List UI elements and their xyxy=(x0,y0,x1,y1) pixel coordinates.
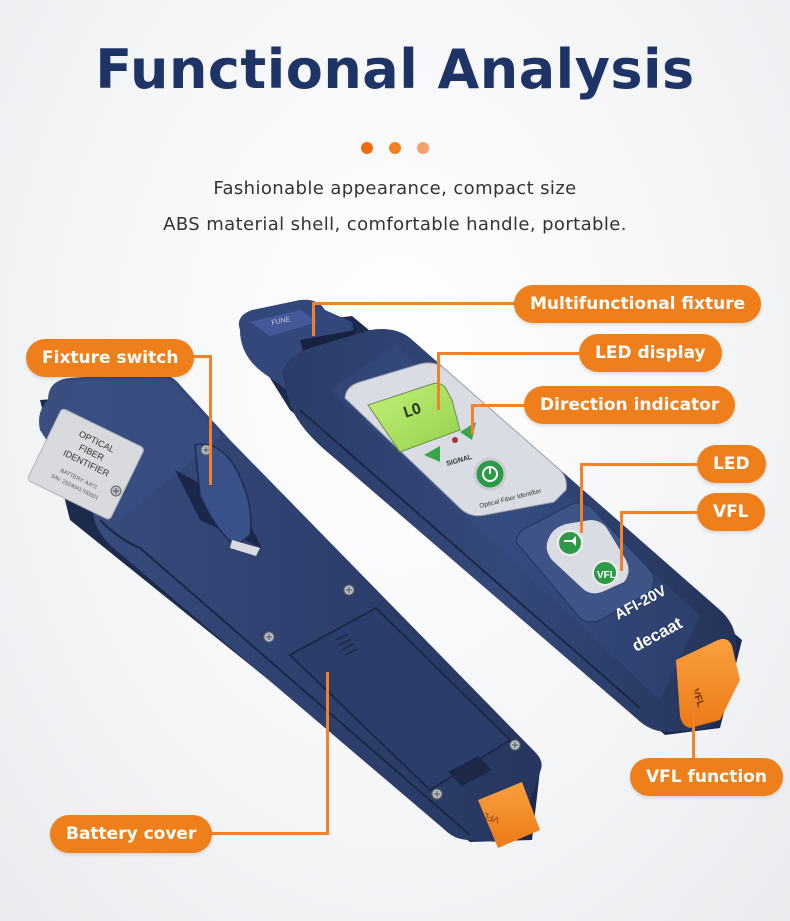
leader-multifunctional-fixture xyxy=(312,302,516,305)
callout-battery-cover: Battery cover xyxy=(50,815,213,853)
lcd-reading: LO xyxy=(401,399,424,422)
vfl-button-text: VFL xyxy=(597,570,616,581)
page-title: Functional Analysis xyxy=(95,38,695,101)
leader-led xyxy=(580,463,698,466)
left-arrow-icon xyxy=(424,446,440,462)
subtitle-line-1: Fashionable appearance, compact size xyxy=(213,178,577,199)
callout-vfl-function: VFL function xyxy=(630,758,783,796)
leader-vfl-function xyxy=(692,690,695,760)
leader-battery-cover xyxy=(326,672,329,834)
dot xyxy=(417,142,429,154)
callout-multifunctional-fixture: Multifunctional fixture xyxy=(514,285,762,323)
battery-cover-panel xyxy=(288,606,512,792)
leader-led-v xyxy=(580,463,583,533)
callout-led-display: LED display xyxy=(579,334,722,372)
leader-direction-indicator xyxy=(471,404,525,407)
right-device-front: FUNE LO SIGNAL Optical Fiber Identifier … xyxy=(238,299,742,735)
decorative-dots xyxy=(361,142,429,154)
leader-vfl xyxy=(620,511,698,514)
left-end-cap xyxy=(478,782,540,848)
dot xyxy=(389,142,401,154)
callout-vfl: VFL xyxy=(697,493,765,531)
led-button xyxy=(557,530,583,556)
leader-direction-indicator-v xyxy=(471,404,474,434)
left-device-back: OPTICAL FIBER IDENTIFIER BATTERY: AA*2 S… xyxy=(27,372,542,848)
subtitle-line-2: ABS material shell, comfortable handle, … xyxy=(163,214,627,235)
callout-direction-indicator: Direction indicator xyxy=(524,386,736,424)
callout-led: LED xyxy=(697,445,766,483)
top-tag-text: FUNE xyxy=(271,316,291,327)
callout-fixture-switch: Fixture switch xyxy=(26,339,195,377)
leader-multifunctional-fixture-v xyxy=(312,302,315,336)
vfl-button xyxy=(592,560,618,586)
dot xyxy=(361,142,373,154)
leader-led-display xyxy=(437,352,579,355)
leader-fixture-switch-h xyxy=(187,355,211,358)
leader-battery-cover-h xyxy=(205,832,329,835)
leader-led-display-v xyxy=(437,352,440,410)
leader-fixture-switch xyxy=(209,355,212,485)
leader-vfl-v xyxy=(620,511,623,571)
fixture-switch-lever xyxy=(194,443,252,547)
